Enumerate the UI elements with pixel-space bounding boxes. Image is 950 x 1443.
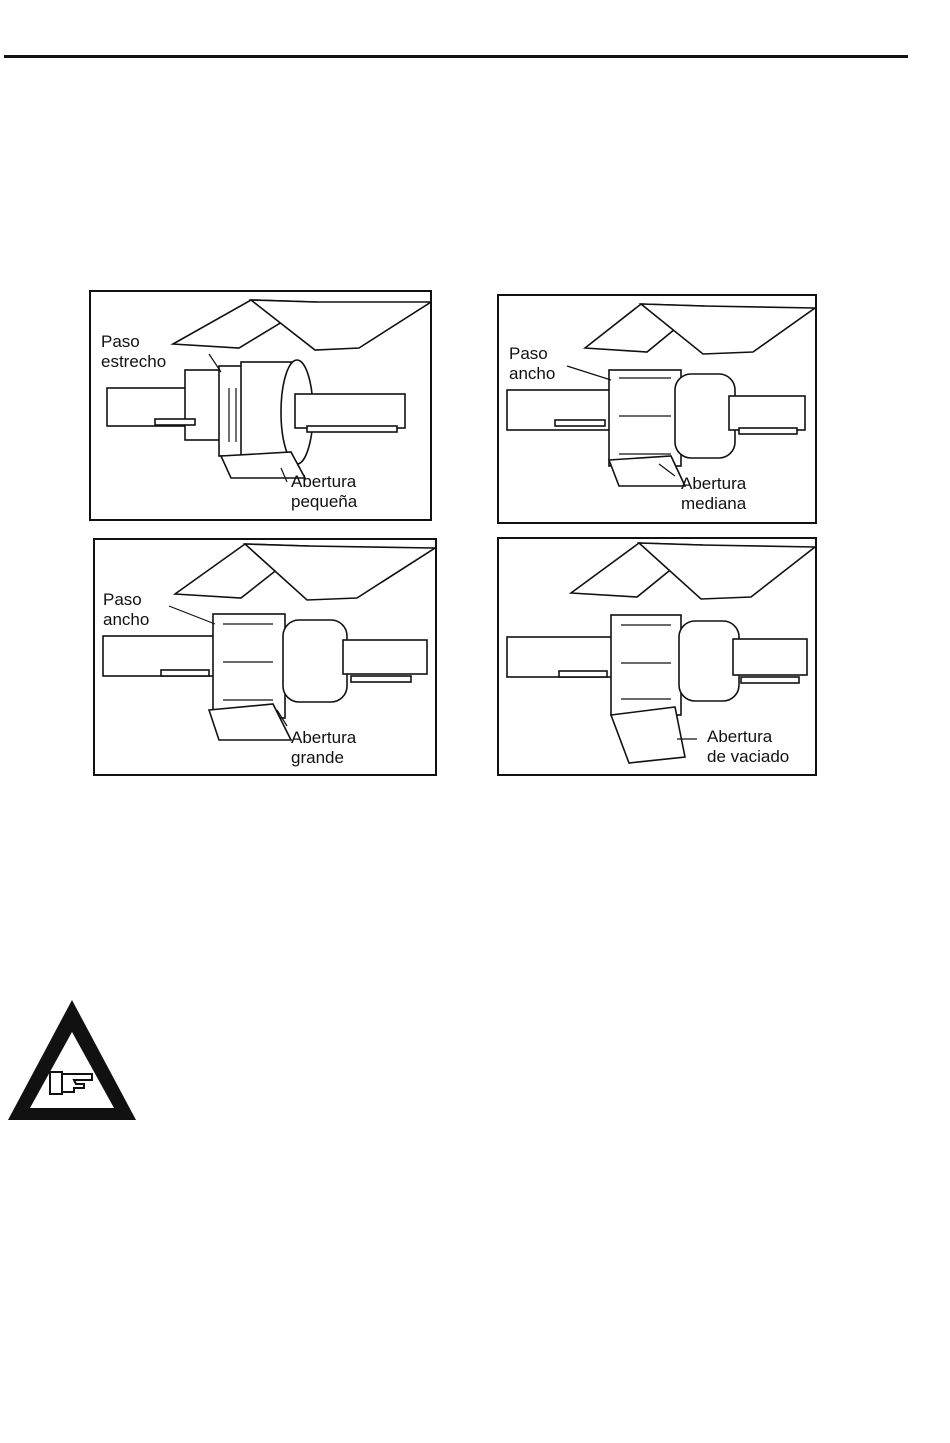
label-estrecho: estrecho [101,352,166,372]
figure-panel-narrow-small: Paso estrecho Abertura pequeña [89,290,432,521]
label-paso: Paso [509,344,548,364]
label-grande: grande [291,748,344,768]
label-mediana: mediana [681,494,746,514]
rotor-illustration [499,296,815,522]
label-abertura: Abertura [681,474,746,494]
header-rule [4,55,908,58]
label-paso: Paso [103,590,142,610]
label-abertura: Abertura [707,727,772,747]
label-ancho: ancho [509,364,555,384]
label-abertura: Abertura [291,472,356,492]
figure-panel-emptying: Abertura de vaciado [497,537,817,776]
figure-panel-wide-medium: Paso ancho Abertura mediana [497,294,817,524]
label-de-vaciado: de vaciado [707,747,789,767]
label-pequena: pequeña [291,492,357,512]
figure-panel-wide-large: Paso ancho Abertura grande [93,538,437,776]
rotor-illustration [95,540,435,774]
label-ancho: ancho [103,610,149,630]
rotor-illustration [91,292,430,519]
pointing-hand-warning-icon [4,996,140,1124]
label-paso: Paso [101,332,140,352]
label-abertura: Abertura [291,728,356,748]
